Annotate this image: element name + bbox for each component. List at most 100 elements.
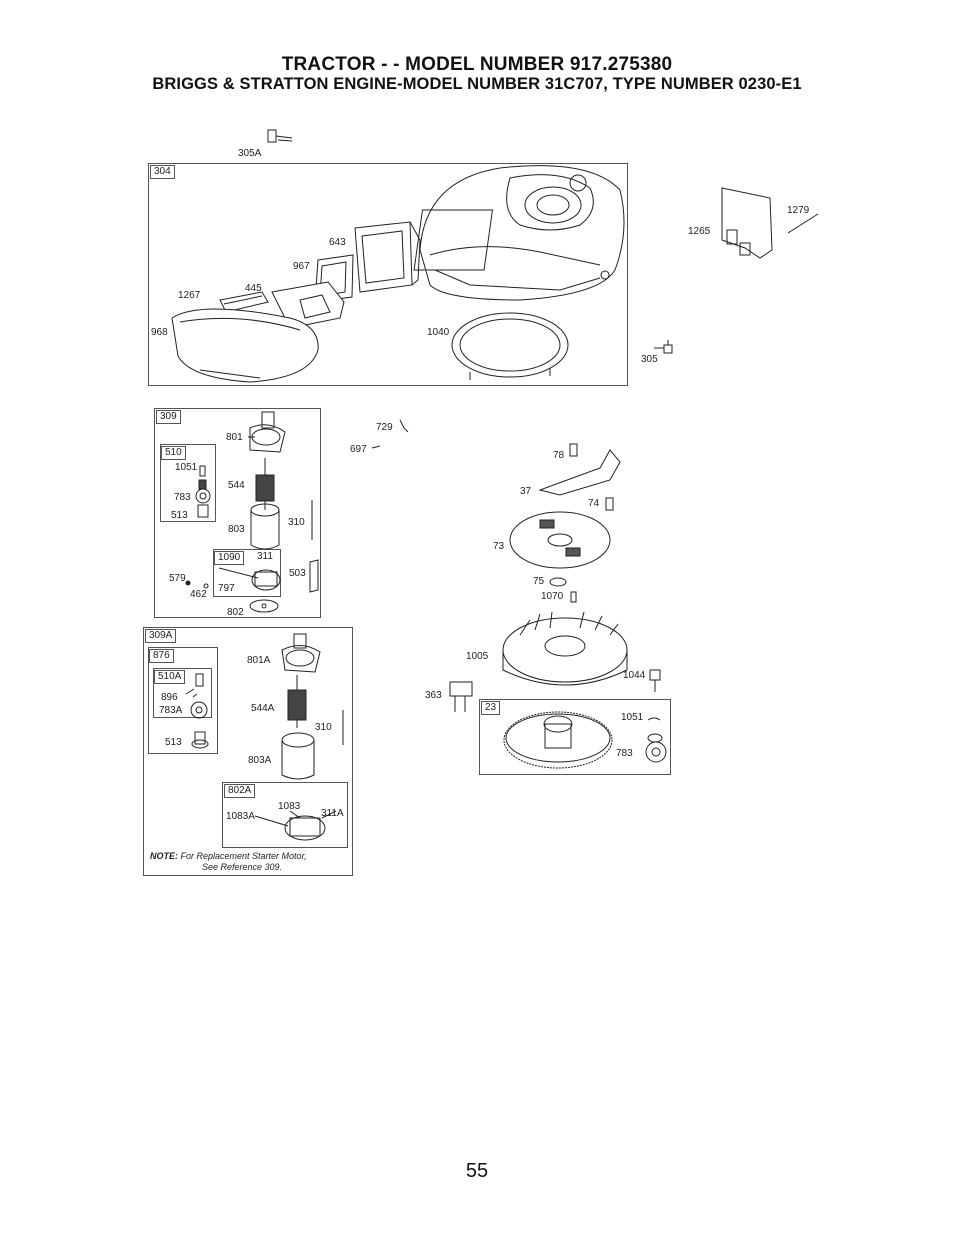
frame-510 bbox=[160, 444, 216, 522]
disc-802-icon bbox=[249, 599, 279, 613]
callout-697: 697 bbox=[350, 444, 367, 455]
callout-1083A: 1083A bbox=[226, 811, 255, 822]
blower-housing-icon bbox=[413, 165, 625, 301]
note: NOTE: For Replacement Starter Motor, See… bbox=[150, 851, 350, 873]
flywheel-1005-icon bbox=[502, 611, 628, 686]
callout-1279: 1279 bbox=[787, 205, 810, 216]
callout-513-b: 513 bbox=[165, 737, 182, 748]
bracket-503-icon bbox=[309, 559, 319, 593]
callout-445: 445 bbox=[245, 283, 262, 294]
callout-73: 73 bbox=[493, 541, 505, 552]
washer-75-icon bbox=[549, 577, 567, 587]
grille-643-icon bbox=[354, 221, 421, 293]
frame-1090 bbox=[213, 549, 281, 597]
callout-1070: 1070 bbox=[541, 591, 564, 602]
tag-876: 876 bbox=[149, 649, 174, 663]
callout-783A: 783A bbox=[159, 705, 183, 716]
callout-579: 579 bbox=[169, 573, 186, 584]
ring-1040-icon bbox=[451, 312, 569, 380]
callout-783-b: 783 bbox=[616, 748, 633, 759]
tag-309: 309 bbox=[156, 410, 181, 424]
page-number: 55 bbox=[465, 1160, 489, 1182]
page-title: TRACTOR - - MODEL NUMBER 917.275380 bbox=[281, 54, 673, 75]
ring-462-icon bbox=[203, 583, 209, 589]
frame-510A bbox=[153, 668, 212, 718]
housing-803-icon bbox=[250, 503, 280, 550]
callout-310: 310 bbox=[288, 517, 305, 528]
callout-802: 802 bbox=[227, 607, 244, 618]
screw-74-icon bbox=[605, 497, 614, 511]
callout-803A: 803A bbox=[248, 755, 272, 766]
screw-305A-icon bbox=[267, 129, 293, 143]
housing-803A-icon bbox=[281, 732, 315, 780]
brush-plate-802A-icon bbox=[254, 810, 337, 841]
callout-78: 78 bbox=[553, 450, 565, 461]
callout-1051: 1051 bbox=[175, 462, 198, 473]
washer-icon bbox=[647, 733, 663, 743]
cover-968-icon bbox=[171, 308, 319, 383]
callout-801: 801 bbox=[226, 432, 243, 443]
end-cap-801A-icon bbox=[281, 633, 321, 673]
baffle-37-icon bbox=[538, 449, 621, 496]
tag-510: 510 bbox=[161, 446, 186, 460]
armature-544A-icon bbox=[287, 675, 307, 728]
frame-304 bbox=[148, 163, 628, 386]
callout-305A: 305A bbox=[238, 148, 262, 159]
callout-968: 968 bbox=[151, 327, 168, 338]
callout-74: 74 bbox=[588, 498, 600, 509]
frame-309 bbox=[154, 408, 321, 618]
callout-462: 462 bbox=[190, 589, 207, 600]
note-text-1: For Replacement Starter Motor, bbox=[180, 851, 307, 861]
callout-544: 544 bbox=[228, 480, 245, 491]
frame-876 bbox=[148, 647, 218, 754]
callout-1083: 1083 bbox=[278, 801, 301, 812]
callout-310-b: 310 bbox=[315, 722, 332, 733]
frame-309A bbox=[143, 627, 353, 876]
nut-1070-icon bbox=[570, 591, 577, 603]
callout-513: 513 bbox=[171, 510, 188, 521]
callout-1265: 1265 bbox=[688, 226, 711, 237]
bracket-363-icon bbox=[449, 681, 473, 712]
bolt-1044-icon bbox=[649, 669, 661, 692]
callout-729: 729 bbox=[376, 422, 393, 433]
callout-1044: 1044 bbox=[623, 670, 646, 681]
note-line-2: See Reference 309. bbox=[150, 862, 350, 873]
shield-1265-icon bbox=[721, 187, 773, 259]
brush-plate-311-icon bbox=[251, 569, 281, 591]
callout-801A: 801A bbox=[247, 655, 271, 666]
tag-802A: 802A bbox=[224, 784, 256, 798]
callout-797: 797 bbox=[218, 583, 235, 594]
pinion-stack-510A-icon bbox=[185, 673, 208, 719]
callout-1040: 1040 bbox=[427, 327, 450, 338]
tag-304: 304 bbox=[150, 165, 175, 179]
page-subtitle: BRIGGS & STRATTON ENGINE-MODEL NUMBER 31… bbox=[152, 75, 802, 93]
frame-802A bbox=[222, 782, 348, 848]
clip-729-icon bbox=[399, 419, 409, 433]
callout-896: 896 bbox=[161, 692, 178, 703]
pinion-513-b-icon bbox=[191, 731, 209, 749]
tag-309A: 309A bbox=[145, 629, 177, 643]
rotating-screen-73-icon bbox=[509, 511, 611, 569]
callout-363: 363 bbox=[425, 690, 442, 701]
tag-510A: 510A bbox=[154, 670, 186, 684]
callout-544A: 544A bbox=[251, 703, 275, 714]
armature-544-icon bbox=[255, 458, 275, 510]
washer-579-icon bbox=[185, 580, 191, 586]
callout-643: 643 bbox=[329, 237, 346, 248]
callout-75: 75 bbox=[533, 576, 545, 587]
callout-967: 967 bbox=[293, 261, 310, 272]
end-cap-801-icon bbox=[249, 411, 286, 453]
callout-1005: 1005 bbox=[466, 651, 489, 662]
note-label: NOTE: bbox=[150, 851, 178, 861]
screw-78-icon bbox=[569, 443, 578, 457]
callout-803: 803 bbox=[228, 524, 245, 535]
callout-311A: 311A bbox=[321, 808, 344, 819]
note-line-1: NOTE: For Replacement Starter Motor, bbox=[150, 851, 350, 862]
clip-1051-icon bbox=[647, 717, 661, 721]
frame-23 bbox=[479, 699, 671, 775]
gear-783-icon bbox=[645, 741, 667, 763]
note-text-2: See Reference 309. bbox=[202, 862, 283, 872]
callout-311: 311 bbox=[257, 551, 273, 562]
bolt-1279-icon bbox=[787, 213, 819, 234]
pinion-stack-510-icon bbox=[195, 465, 211, 518]
